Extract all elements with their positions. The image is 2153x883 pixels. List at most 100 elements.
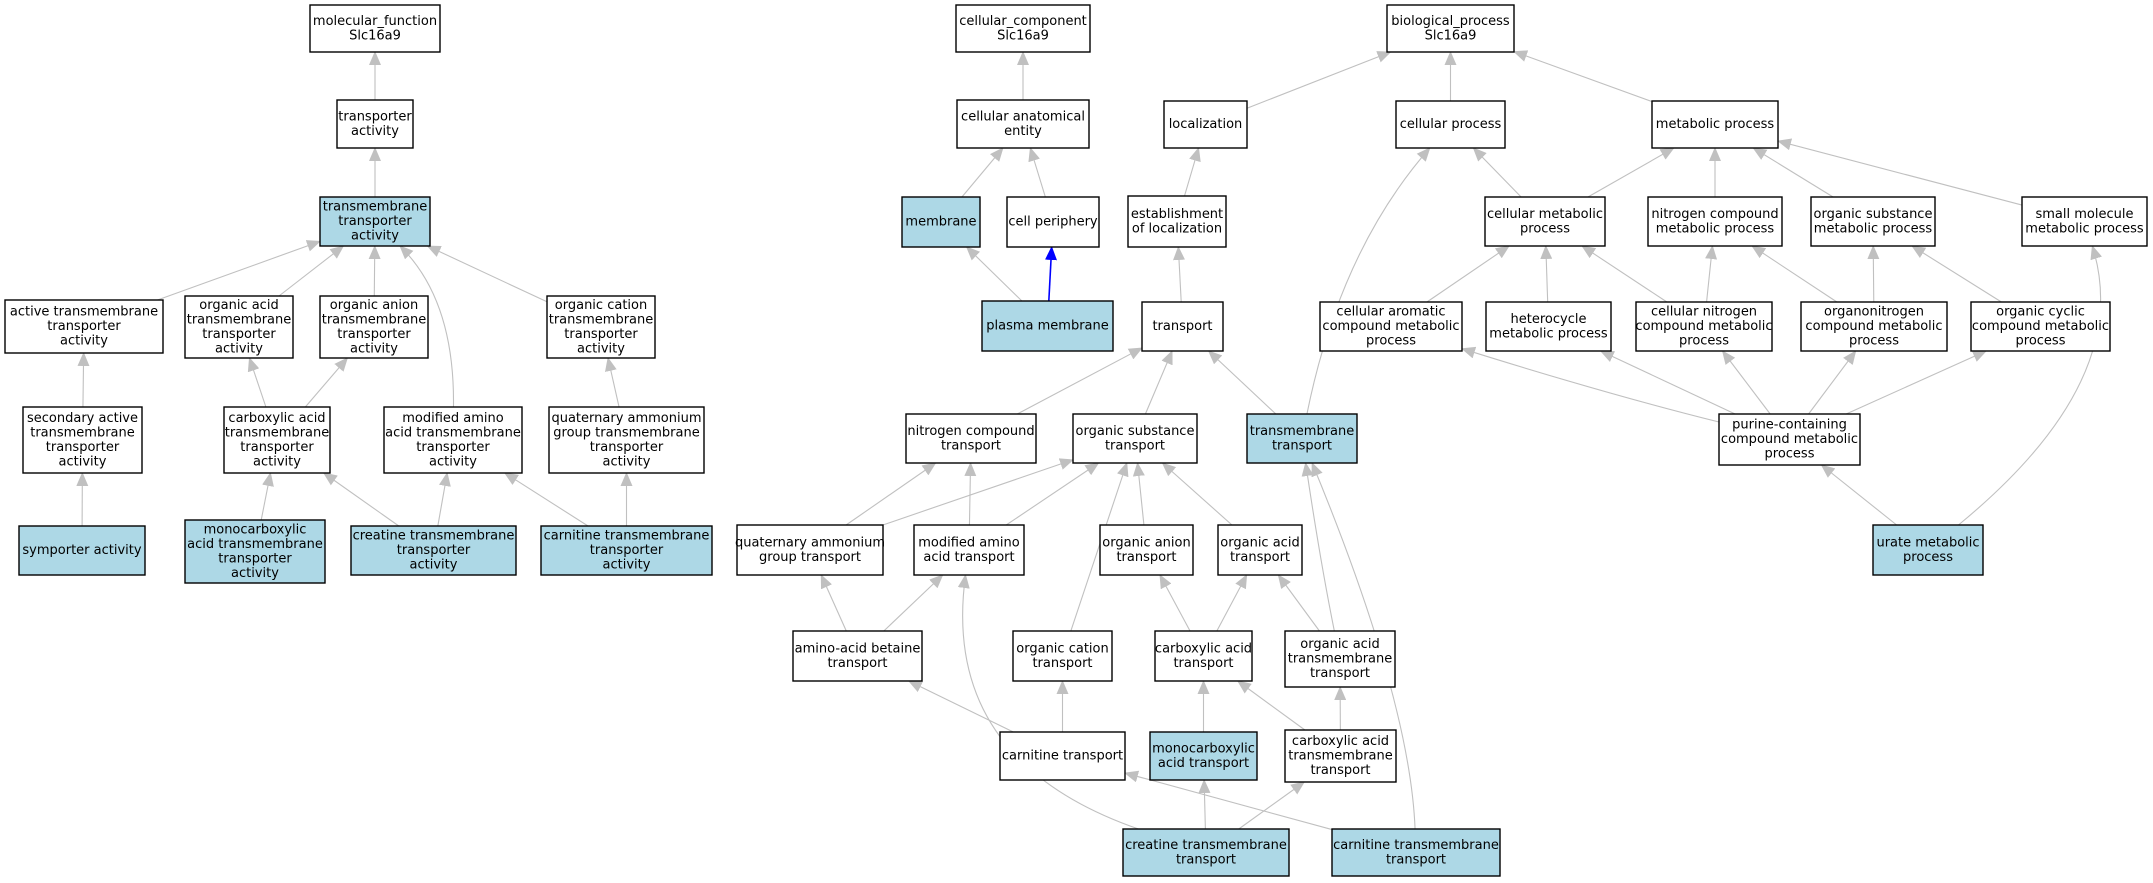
node-oatta[interactable]: organic acidtransmembranetransporteracti… bbox=[184, 295, 294, 359]
node-oantta[interactable]: organic aniontransmembranetransporteract… bbox=[319, 295, 429, 359]
edge-occmp-to-osmp bbox=[1911, 245, 2002, 303]
node-mem[interactable]: membrane bbox=[901, 196, 981, 248]
node-cnt[interactable]: carnitine transport bbox=[999, 731, 1126, 781]
node-label-line: compound metabolic bbox=[1322, 319, 1459, 334]
node-catta[interactable]: carboxylic acidtransmembranetransportera… bbox=[223, 406, 331, 474]
node-label-line: transmembrane bbox=[225, 425, 330, 440]
node-crtta[interactable]: creatine transmembranetransporteractivit… bbox=[350, 525, 517, 576]
node-loc[interactable]: localization bbox=[1163, 100, 1248, 149]
node-octta[interactable]: organic cationtransmembranetransporterac… bbox=[546, 295, 656, 359]
edge-oct-to-ost bbox=[1070, 462, 1129, 632]
node-label-line: compound metabolic bbox=[1721, 432, 1858, 447]
node-cntta[interactable]: carnitine transmembranetransporteractivi… bbox=[540, 525, 713, 576]
node-label-line: transport bbox=[1310, 666, 1370, 681]
node-box bbox=[1635, 301, 1773, 352]
edge-maat-to-ost bbox=[1005, 462, 1100, 526]
node-label-line: Slc16a9 bbox=[1425, 28, 1477, 43]
node-metp[interactable]: metabolic process bbox=[1651, 100, 1779, 149]
edge-pccmp-to-hmp bbox=[1599, 350, 1736, 415]
node-box bbox=[1651, 100, 1779, 149]
node-box bbox=[1006, 196, 1100, 248]
node-label-line: plasma membrane bbox=[986, 319, 1109, 334]
edge-hmp-to-cmp bbox=[1540, 245, 1553, 303]
edge-qagtta-to-octta bbox=[605, 357, 620, 408]
node-label-line: metabolic process bbox=[1489, 326, 1608, 341]
node-label-line: organic acid bbox=[1300, 637, 1379, 652]
edge-crtta-to-maatta bbox=[437, 472, 451, 527]
node-label-line: organic substance bbox=[1814, 207, 1933, 222]
node-cp[interactable]: cell periphery bbox=[1006, 196, 1100, 248]
node-pm[interactable]: plasma membrane bbox=[981, 300, 1114, 352]
node-label-line: nitrogen compound bbox=[907, 424, 1034, 439]
node-label-line: monocarboxylic bbox=[1152, 741, 1255, 756]
node-label-line: transport bbox=[1386, 852, 1446, 867]
node-label-line: transporter bbox=[416, 440, 490, 455]
node-label-line: quaternary ammonium bbox=[735, 535, 885, 550]
node-label-line: acid transport bbox=[923, 550, 1014, 565]
node-label-line: organic acid bbox=[199, 298, 278, 313]
node-satta[interactable]: secondary activetransmembranetransporter… bbox=[22, 406, 143, 474]
node-box bbox=[999, 731, 1126, 781]
node-label-line: carboxylic acid bbox=[1155, 641, 1252, 656]
node-sa[interactable]: symporter activity bbox=[18, 525, 146, 576]
edge-cacmp-to-cmp bbox=[1426, 245, 1510, 303]
edge-aabt-to-maat bbox=[883, 574, 944, 632]
node-label-line: transporter bbox=[338, 109, 412, 124]
node-label-line: carboxylic acid bbox=[228, 411, 325, 426]
node-box bbox=[913, 524, 1025, 576]
node-label-line: small molecule bbox=[2036, 207, 2134, 222]
edge-catt-to-cat bbox=[1236, 680, 1306, 731]
node-box bbox=[1127, 195, 1227, 248]
node-label-line: transport bbox=[1272, 438, 1332, 453]
node-label-line: activity bbox=[410, 558, 458, 573]
node-box bbox=[1485, 301, 1612, 352]
edge-ump-to-smmp bbox=[1958, 245, 2102, 526]
node-tr[interactable]: transport bbox=[1141, 301, 1224, 352]
node-label-line: transporter bbox=[564, 327, 638, 342]
edge-crtt-to-catt bbox=[1238, 781, 1306, 830]
node-label-line: transmembrane bbox=[1288, 749, 1393, 764]
node-cellp[interactable]: cellular process bbox=[1395, 100, 1506, 149]
edge-mem-to-cae bbox=[961, 147, 1004, 198]
node-box bbox=[548, 406, 705, 474]
node-label-line: group transmembrane bbox=[553, 425, 699, 440]
node-label-line: transmembrane bbox=[322, 312, 427, 327]
